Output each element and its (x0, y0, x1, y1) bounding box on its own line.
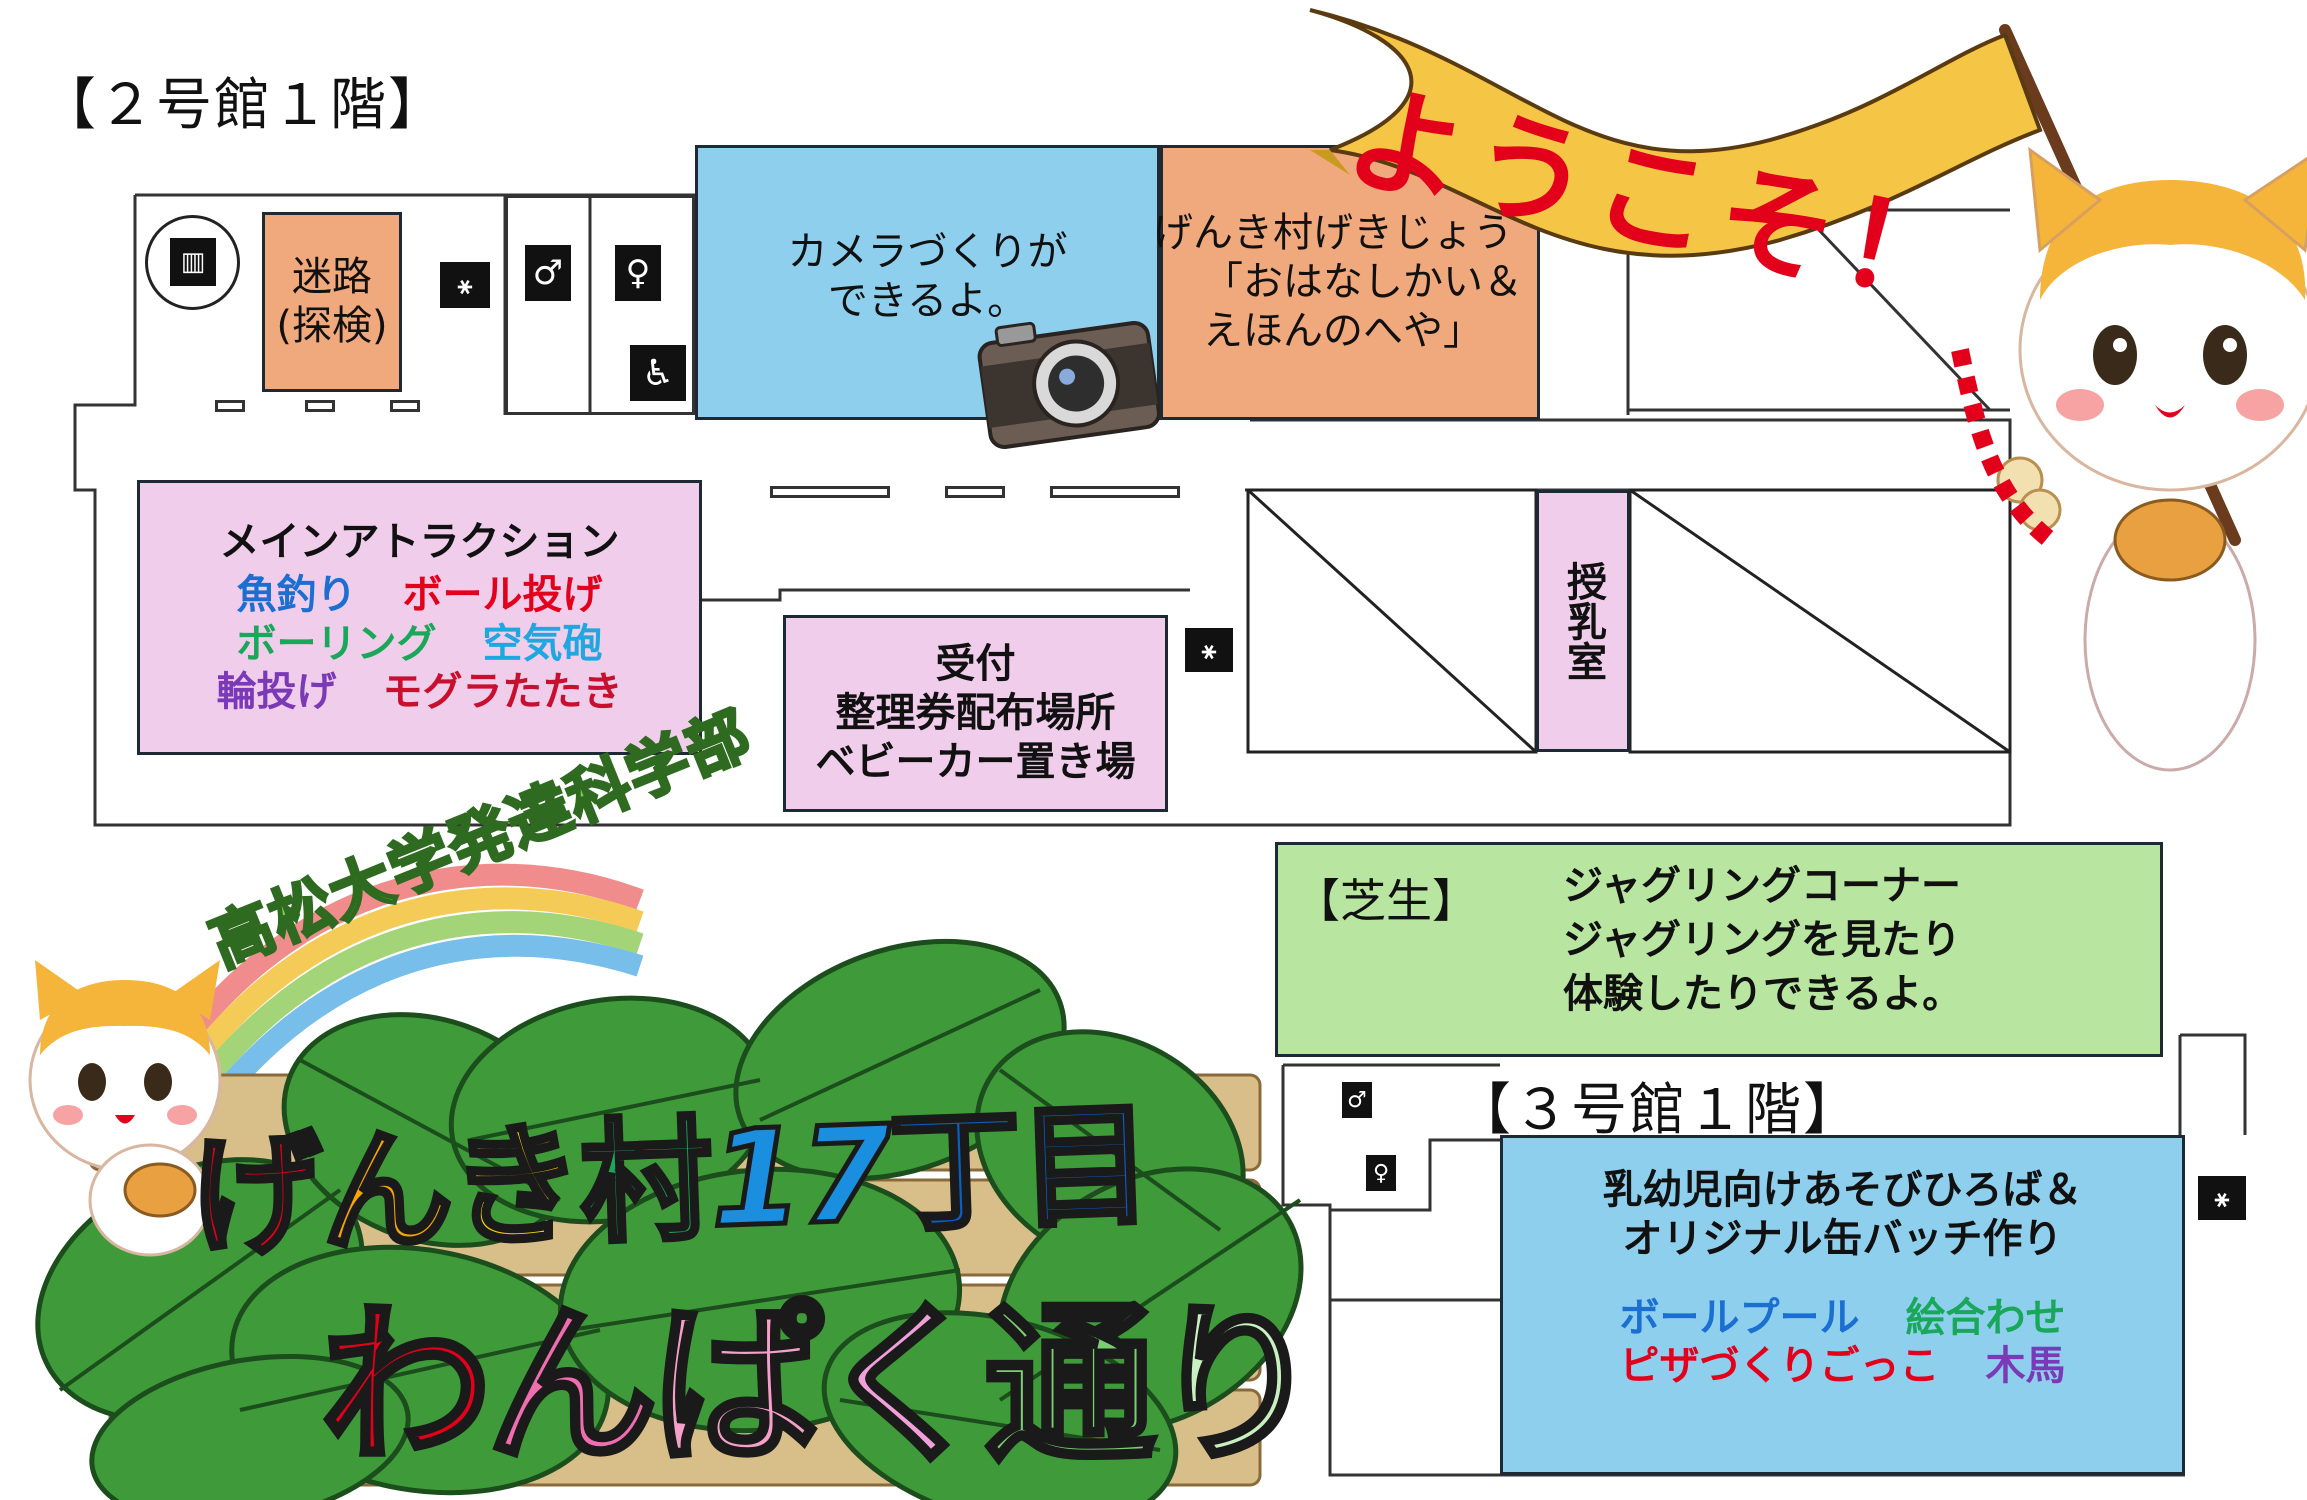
stairs-icon: ⚹ (2198, 1176, 2246, 1220)
camera-line-2: できるよ。 (827, 277, 1028, 324)
stairs-icon: ⚹ (440, 262, 490, 308)
wheelchair-icon: ♿ (630, 345, 686, 401)
logo-char: り (1148, 1283, 1325, 1489)
restroom-female-icon: ♀ (615, 245, 661, 301)
logo-char: 17 (705, 1095, 895, 1260)
reception-line-2: 整理券配布場所 (835, 690, 1116, 737)
main-attraction-row: 輪投げ モグラたたき (217, 668, 623, 717)
storytime-line-3: えほんのへや」 (1203, 307, 1483, 354)
area-lawn: 【芝生】 ジャグリングコーナー ジャグリングを見たり 体験したりできるよ。 (1275, 842, 2163, 1057)
lawn-line-3: 体験したりできるよ。 (1563, 971, 1963, 1017)
elevator-icon: ▥ (170, 238, 216, 286)
main-attraction-item: ボーリング (236, 620, 437, 667)
logo-char: 丁目 (885, 1086, 1155, 1254)
logo-title-line2: わんぱく通り (318, 1245, 1325, 1495)
reception-line-1: 受付 (935, 641, 1016, 688)
floor-label-building2: 【２号館１階】 (40, 73, 446, 138)
stairs-icon: ⚹ (1185, 628, 1233, 672)
playroom-item: 絵合わせ (1905, 1294, 2066, 1341)
main-attraction-title: メインアトラクション (219, 518, 620, 565)
room-main-attraction: メインアトラクション 魚釣り ボール投げ ボーリング 空気砲 輪投げ モグラたた… (137, 480, 702, 755)
restroom-male-icon: ♂ (525, 245, 571, 301)
floor-label-building3: 【３号館１階】 (1455, 1078, 1861, 1143)
lawn-text: ジャグリングコーナー ジャグリングを見たり 体験したりできるよ。 (1563, 859, 1962, 1021)
main-attraction-row: 魚釣り ボール投げ (237, 571, 603, 620)
lawn-line-1: ジャグリングコーナー (1563, 863, 1961, 909)
playroom-line-2: オリジナル缶バッチ作り (1622, 1215, 2063, 1262)
logo-char: き (445, 1106, 585, 1269)
logo-char: 村 (575, 1101, 715, 1264)
main-attraction-item: 輪投げ (216, 669, 337, 716)
maze-line-2: (探検) (276, 303, 388, 349)
reception-line-3: ベビーカー置き場 (815, 738, 1136, 785)
corridor-marker (945, 486, 1005, 498)
restroom-female-icon: ♀ (1366, 1155, 1396, 1191)
storytime-line-2: 「おはなしかい＆ (1203, 259, 1523, 306)
playroom-item: ボールプール (1619, 1294, 1860, 1341)
playroom-item: ピザづくりごっこ (1619, 1343, 1940, 1390)
logo-char: ん (484, 1283, 661, 1489)
corridor-marker (1050, 486, 1180, 498)
room-maze: 迷路 (探検) (262, 212, 402, 392)
corridor-marker (215, 400, 245, 412)
main-attraction-row: ボーリング 空気砲 (237, 620, 603, 669)
playroom-item: 木馬 (1985, 1343, 2066, 1390)
corridor-marker (770, 486, 890, 498)
main-attraction-item: 魚釣り (236, 571, 357, 618)
logo-char: ぱ (650, 1283, 827, 1489)
logo-char: げ (186, 1115, 326, 1278)
room-playroom: 乳幼児向けあそびひろば＆ オリジナル缶バッチ作り ボールプール 絵合わせ ピザづ… (1500, 1135, 2185, 1475)
logo-char: 通 (982, 1283, 1159, 1489)
restroom-male-icon: ♂ (1342, 1082, 1372, 1118)
restroom-block (505, 195, 695, 415)
room-reception: 受付 整理券配布場所 ベビーカー置き場 (783, 615, 1168, 812)
lawn-tag: 【芝生】 (1294, 874, 1478, 928)
maze-line-1: 迷路 (292, 254, 372, 301)
main-attraction-item: ボール投げ (402, 571, 603, 618)
playroom-row: ピザづくりごっこ 木馬 (1620, 1342, 2066, 1391)
elevator-circle: ▥ (145, 215, 240, 310)
playroom-line-1: 乳幼児向けあそびひろば＆ (1602, 1167, 2083, 1213)
corridor-marker (305, 400, 335, 412)
corridor-marker (390, 400, 420, 412)
nursing-label: 授乳室 (1560, 561, 1606, 681)
logo-char: く (816, 1283, 993, 1489)
main-attraction-item: 空気砲 (482, 620, 603, 667)
lawn-line-2: ジャグリングを見たり (1563, 917, 1961, 963)
camera-line-1: カメラづくりが (787, 229, 1068, 275)
room-nursing: 授乳室 (1536, 490, 1630, 752)
playroom-row: ボールプール 絵合わせ (1620, 1294, 2066, 1343)
logo-char: わ (318, 1283, 495, 1489)
main-attraction-item: モグラたたき (382, 669, 623, 716)
storytime-line-1: げんき村げきじょう (1153, 210, 1513, 257)
